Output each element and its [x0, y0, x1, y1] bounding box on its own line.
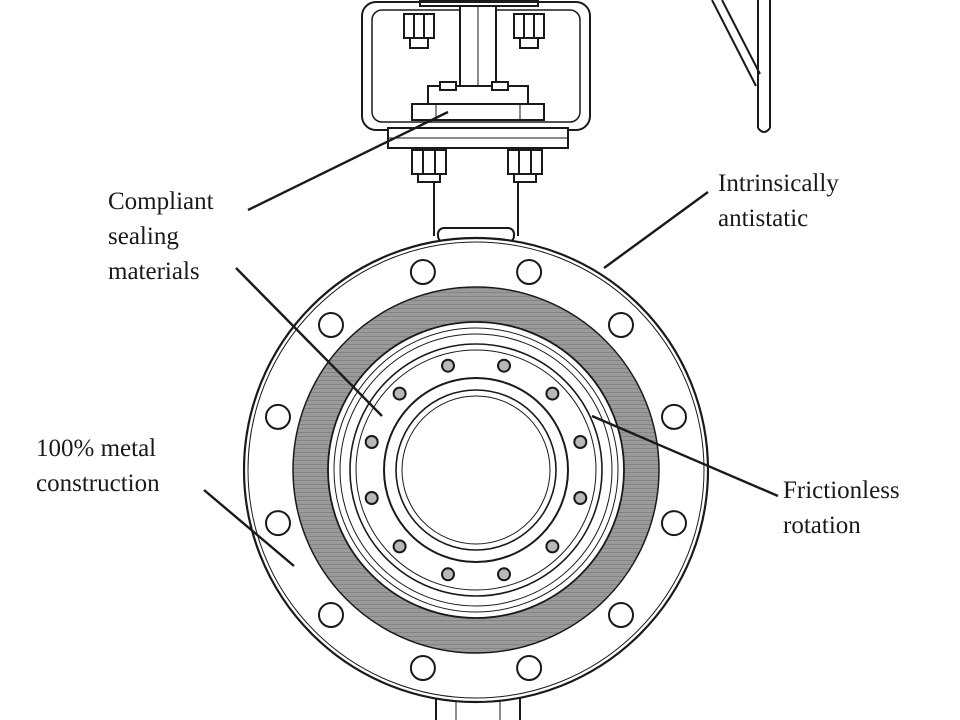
flange-bolt-hole: [516, 655, 543, 681]
flange-bolt-hole: [265, 403, 291, 430]
flange-bolt-hole: [265, 510, 291, 537]
disc-bolt: [392, 539, 407, 554]
leader-frictionless: [591, 414, 779, 498]
coupling-plate: [411, 103, 545, 121]
valve-body: [242, 236, 710, 704]
actuator-bracket: [361, 0, 591, 243]
callout-compliant-sealing: Compliant sealing materials: [108, 184, 214, 289]
disc-hub-outer: [383, 377, 569, 563]
disc-bolt: [441, 358, 455, 373]
disc-bolt: [573, 435, 588, 449]
flange-bolt-hole: [409, 655, 436, 681]
flange-bolt-hole: [608, 312, 634, 338]
upper-bolt-left: [403, 13, 435, 49]
callout-line: 100% metal: [36, 435, 157, 462]
flange-bolt-hole: [409, 259, 436, 285]
leader-compliant-top: [247, 110, 449, 212]
disc-bolt: [573, 491, 588, 505]
neck-bolt-left: [411, 149, 447, 183]
flange-bolt-hole: [318, 312, 344, 338]
flange-bolt-hole: [318, 602, 344, 628]
callout-intrinsically-antistatic: Intrinsically antistatic: [718, 166, 839, 236]
disc-bolt: [545, 539, 560, 554]
disc-bolt: [545, 386, 560, 401]
flange-bolt-hole: [516, 259, 543, 285]
disc-bolt: [364, 435, 379, 449]
disc-bolts: [364, 358, 588, 582]
disc-outer: [349, 343, 603, 597]
callout-line: antistatic: [718, 205, 809, 232]
callout-line: materials: [108, 258, 200, 285]
upper-bolt-right: [513, 13, 545, 49]
flange-bolt-hole: [608, 602, 634, 628]
disc-hub-inner: [395, 389, 557, 551]
callout-frictionless-rotation: Frictionless rotation: [783, 473, 900, 543]
leader-compliant-seal: [235, 267, 383, 417]
disc-bolt: [364, 491, 379, 505]
callout-line: sealing: [108, 223, 179, 250]
leader-lines: [203, 110, 779, 567]
callout-line: construction: [36, 470, 160, 497]
flange-bolt-hole: [661, 510, 687, 537]
seat-ring: [327, 321, 625, 619]
disc-bolt: [497, 567, 511, 582]
disc-bolt: [392, 386, 407, 401]
callout-line: Compliant: [108, 188, 214, 215]
callout-line: rotation: [783, 512, 861, 539]
flange-bolt-hole: [661, 403, 687, 430]
disc-bolt: [497, 358, 511, 373]
disc-bolt: [441, 567, 455, 582]
callout-metal-construction: 100% metal construction: [36, 431, 160, 501]
handle-bracket: [711, 0, 771, 133]
leader-antistatic: [603, 191, 709, 269]
callout-line: Frictionless: [783, 477, 900, 504]
flange-bolt-holes: [265, 259, 687, 681]
neck-bolt-right: [507, 149, 543, 183]
callout-line: Intrinsically: [718, 170, 839, 197]
leader-metal: [203, 489, 295, 567]
